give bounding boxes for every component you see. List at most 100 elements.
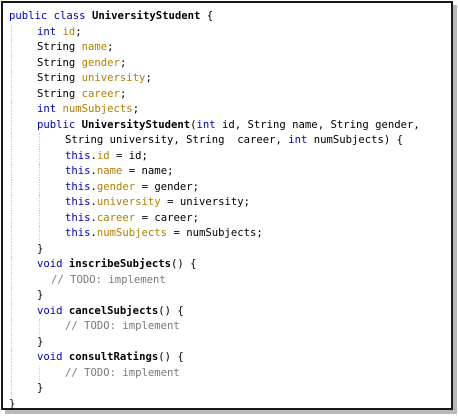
code-line: } [9,241,447,258]
code-line: // TODO: implement [9,365,447,382]
code-token: . [90,196,97,208]
indent-guide [39,148,40,164]
code-line: String university; [9,71,447,87]
code-line-content: // TODO: implement [65,366,180,382]
code-token: { [200,10,214,22]
code-line: } [9,288,447,304]
code-token: = numSubjects; [167,227,263,239]
code-token: int [288,134,308,146]
indent-guide [11,117,12,133]
code-token: id [96,149,110,162]
code-line-content: // TODO: implement [65,319,180,335]
code-token: } [37,335,44,348]
code-token: = career; [135,211,199,224]
indent-guide [11,257,12,273]
code-token: void [37,304,63,317]
code-line: this.id = id; [9,148,447,165]
code-line-content: this.id = id; [65,149,148,165]
code-line: String name; [9,40,447,56]
code-token: consultRatings [68,351,159,363]
code-line: } [9,381,447,397]
indent-guide [11,350,12,366]
code-token: id, String name, String gender, [215,118,420,131]
code-token: name [81,41,108,53]
code-token: ; [145,72,152,84]
indent-guide [11,288,12,304]
code-token: int [196,118,216,131]
code-line-content: } [9,397,15,413]
code-token: name [96,165,123,177]
code-line-content: public UniversityStudent(int id, String … [37,118,420,134]
code-line-content: String gender; [37,56,126,72]
indent-guide [11,210,12,226]
code-line-content: String university; [37,71,152,87]
code-token: () { [158,351,184,363]
code-line: public class UniversityStudent { [9,9,447,25]
code-line: // TODO: implement [9,272,447,289]
code-line-content: // TODO: implement [51,273,166,289]
code-line-content: this.numSubjects = numSubjects; [65,226,263,242]
code-token: String [37,87,82,100]
indent-guide [11,226,12,242]
code-line: this.name = name; [9,164,447,180]
code-token: cancelSubjects [68,304,159,317]
code-line: int id; [9,24,447,40]
code-token: } [9,397,16,410]
code-token: = id; [109,149,148,162]
code-token: . [90,211,97,224]
code-line: this.career = career; [9,210,447,227]
indent-guide [11,272,12,288]
code-token: . [90,165,97,177]
code-line-content: String university, String career, int nu… [65,133,403,149]
code-token: this [65,180,91,193]
indent-guide [11,86,12,102]
code-token: ( [190,118,197,131]
code-token: () { [170,258,197,270]
code-line-content: void inscribeSubjects() { [37,257,196,273]
code-token: public [37,118,76,131]
code-token: id [62,25,76,38]
code-token: numSubjects [62,103,133,115]
code-token: career [81,87,120,100]
indent-guide [11,334,12,350]
indent-guide [11,24,12,40]
indent-guide [11,133,12,149]
code-token: this [65,196,91,208]
indent-guide [11,71,12,87]
code-token: numSubjects) { [307,134,404,146]
code-token: gender [96,180,136,193]
code-line-content: this.career = career; [65,211,199,227]
code-token: void [37,258,63,270]
code-token: class [53,10,86,22]
code-token: . [90,227,97,239]
code-token: int [37,103,57,115]
code-line-content: } [37,335,43,351]
indent-guide [11,102,12,118]
code-line-content: void cancelSubjects() { [37,304,184,320]
code-token: ; [132,103,140,115]
code-token: // TODO: implement [65,320,180,332]
code-token: this [65,211,91,224]
code-line-content: } [37,242,43,258]
code-token: this [65,165,91,177]
indent-guide [11,55,12,71]
code-token: UniversityStudent [81,118,191,131]
indent-guide [39,195,40,211]
code-line: public UniversityStudent(int id, String … [9,117,447,134]
code-token: // TODO: implement [65,366,180,379]
code-line: this.gender = gender; [9,179,447,195]
code-line: String university, String career, int nu… [9,133,447,149]
code-line: String career; [9,86,447,102]
code-token: int [37,25,57,38]
code-token: // TODO: implement [51,273,166,286]
code-line-content: this.name = name; [65,164,173,180]
indent-guide [11,195,12,211]
code-token: numSubjects [96,227,168,239]
indent-guide [39,210,40,226]
indent-guide [11,40,12,56]
code-token: String [37,41,82,53]
indent-guide [39,133,40,149]
code-editor[interactable]: public class UniversityStudent {int id;S… [9,9,447,410]
code-line: int numSubjects; [9,102,447,118]
indent-guide [39,164,40,180]
